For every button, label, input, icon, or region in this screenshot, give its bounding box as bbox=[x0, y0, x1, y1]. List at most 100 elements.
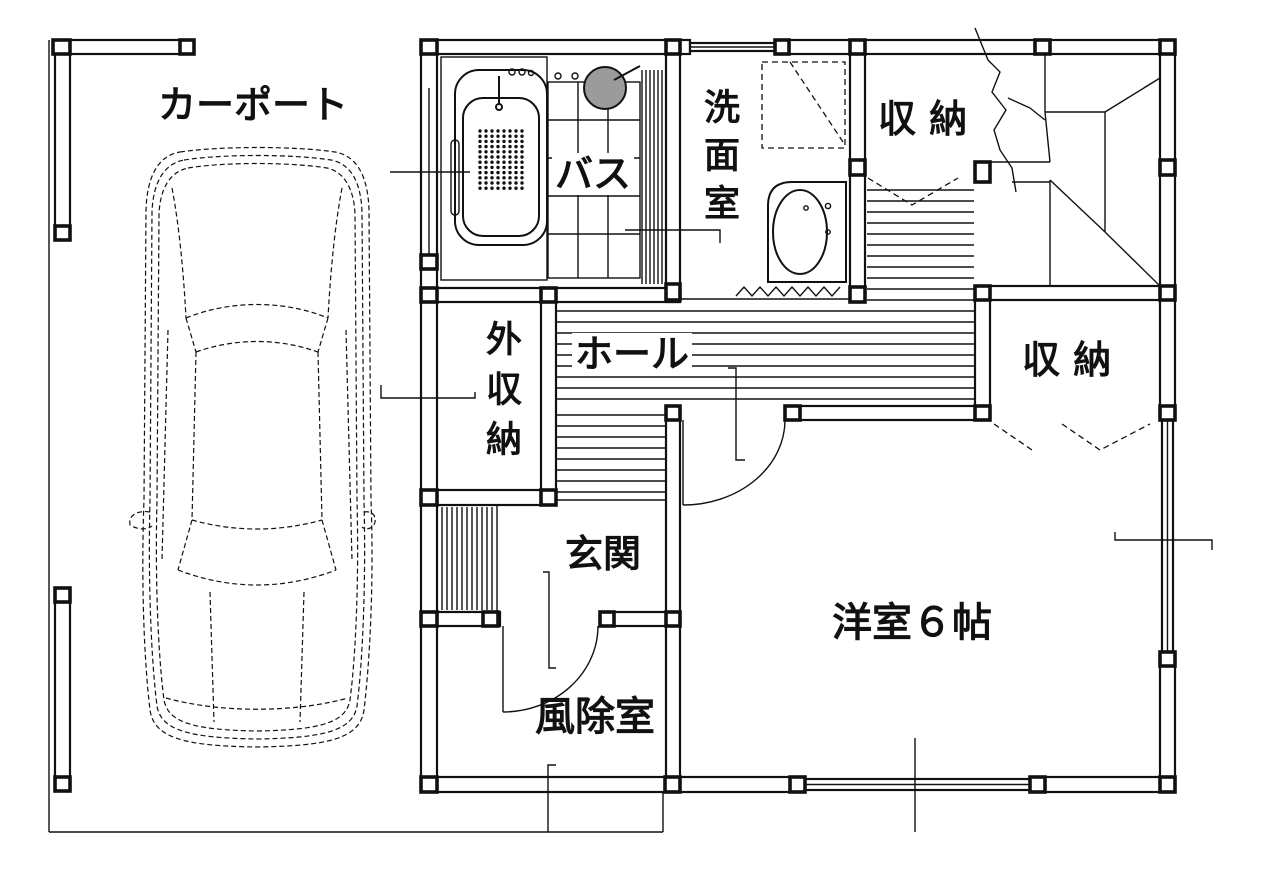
bath-wash-partition bbox=[664, 38, 682, 304]
drain-dot bbox=[478, 186, 482, 190]
wall-post bbox=[1158, 158, 1177, 177]
wall-post bbox=[419, 38, 439, 56]
drain-dot bbox=[478, 129, 482, 133]
top-wall-left bbox=[419, 38, 692, 56]
wall-post bbox=[53, 775, 72, 793]
wall-post bbox=[539, 286, 558, 304]
drain-dot bbox=[514, 176, 518, 180]
bath-mirror bbox=[583, 66, 627, 110]
drain-dot bbox=[478, 134, 482, 138]
wall-post bbox=[539, 488, 558, 507]
car-tail bbox=[165, 697, 349, 710]
drain-dot bbox=[490, 181, 494, 185]
drain-dot bbox=[484, 186, 488, 190]
car-body-middle bbox=[148, 154, 366, 740]
section-line bbox=[625, 229, 721, 243]
drain-dot bbox=[508, 181, 512, 185]
wall-post bbox=[1033, 38, 1052, 56]
washing-machine-diagonal bbox=[789, 61, 846, 146]
western-room-door-swing bbox=[682, 419, 786, 506]
drain-dot bbox=[508, 186, 512, 190]
drain-dot bbox=[496, 160, 500, 164]
room-label-washroom: 洗面室 bbox=[698, 88, 739, 232]
room-label-carport: カーポート bbox=[158, 83, 349, 127]
room-label-hall: ホール bbox=[572, 333, 693, 375]
wall-post bbox=[1158, 775, 1177, 794]
western-room-left-wall bbox=[664, 404, 682, 794]
wall-post bbox=[848, 158, 867, 177]
drain-dot bbox=[502, 160, 506, 164]
section-line bbox=[547, 764, 556, 832]
wall-post bbox=[1158, 284, 1177, 302]
wall-post bbox=[419, 488, 439, 507]
wash-basin-counter bbox=[767, 181, 847, 283]
car-pillar-front-right bbox=[317, 317, 329, 353]
drain-dot bbox=[496, 150, 500, 154]
wash-basin-tap bbox=[824, 202, 832, 210]
drain-dot bbox=[520, 170, 524, 175]
drain-dot bbox=[490, 150, 494, 154]
room-label-storage-top: 収 納 bbox=[878, 97, 968, 141]
drain-dot bbox=[496, 181, 500, 185]
drain-dot bbox=[514, 155, 518, 159]
car-windshield-bottom bbox=[195, 340, 319, 353]
wall-post bbox=[419, 775, 439, 794]
storage-right-folding-door bbox=[993, 423, 1033, 451]
drain-dot bbox=[478, 181, 482, 185]
drain-dot bbox=[520, 165, 524, 170]
bathtub-inner bbox=[462, 97, 540, 237]
section-line bbox=[1114, 532, 1213, 550]
carport-left-wall-upper bbox=[53, 38, 72, 242]
room-label-windbreak-room: 風除室 bbox=[535, 694, 655, 740]
car-body-inner bbox=[155, 162, 359, 732]
wash-basin-drain bbox=[803, 205, 809, 211]
wall-post bbox=[51, 38, 72, 56]
stair-bottom-wall bbox=[973, 284, 1177, 302]
drain-dot bbox=[514, 150, 518, 154]
drain-dot bbox=[502, 150, 506, 154]
drain-dot bbox=[502, 186, 506, 190]
drain-dot bbox=[496, 144, 500, 149]
drain-dot bbox=[496, 139, 500, 144]
car-trunk-left bbox=[209, 591, 215, 723]
car-body-outer bbox=[142, 146, 373, 748]
drain-dot bbox=[502, 170, 506, 175]
drain-dot bbox=[496, 186, 500, 190]
right-wall-lower bbox=[1158, 650, 1177, 794]
drain-dot bbox=[478, 144, 482, 149]
tub-drain-pattern bbox=[478, 129, 524, 190]
wall-post bbox=[664, 610, 682, 628]
car-mirror-right bbox=[361, 511, 376, 530]
drain-dot bbox=[502, 176, 506, 180]
drain-dot bbox=[514, 134, 518, 138]
wall-post bbox=[973, 160, 992, 184]
drain-dot bbox=[520, 176, 524, 180]
drain-dot bbox=[508, 155, 512, 159]
bathtub-apron bbox=[440, 56, 548, 281]
drain-dot bbox=[520, 155, 524, 159]
bathroom-fixtures bbox=[440, 56, 663, 284]
wall-post bbox=[848, 38, 867, 56]
washing-machine-space bbox=[761, 61, 846, 149]
stair-arrow bbox=[1007, 97, 1031, 109]
wall-post bbox=[598, 610, 616, 628]
staircase bbox=[974, 27, 1161, 287]
car-roof-right bbox=[317, 351, 323, 521]
wall-post bbox=[178, 38, 196, 56]
drain-dot bbox=[502, 165, 506, 170]
wall-post bbox=[53, 586, 72, 604]
drain-dot bbox=[514, 160, 518, 164]
wall-post bbox=[788, 775, 807, 794]
drain-dot bbox=[520, 181, 524, 185]
car-rear-window bbox=[177, 569, 337, 586]
drain-dot bbox=[484, 144, 488, 149]
drain-dot bbox=[502, 144, 506, 149]
wall-post bbox=[419, 286, 439, 304]
car-windshield-top bbox=[185, 303, 329, 319]
drain-dot bbox=[484, 165, 488, 170]
drain-dot bbox=[496, 155, 500, 159]
stair-arrow bbox=[1029, 107, 1046, 121]
bath-tap-knob bbox=[508, 68, 516, 76]
